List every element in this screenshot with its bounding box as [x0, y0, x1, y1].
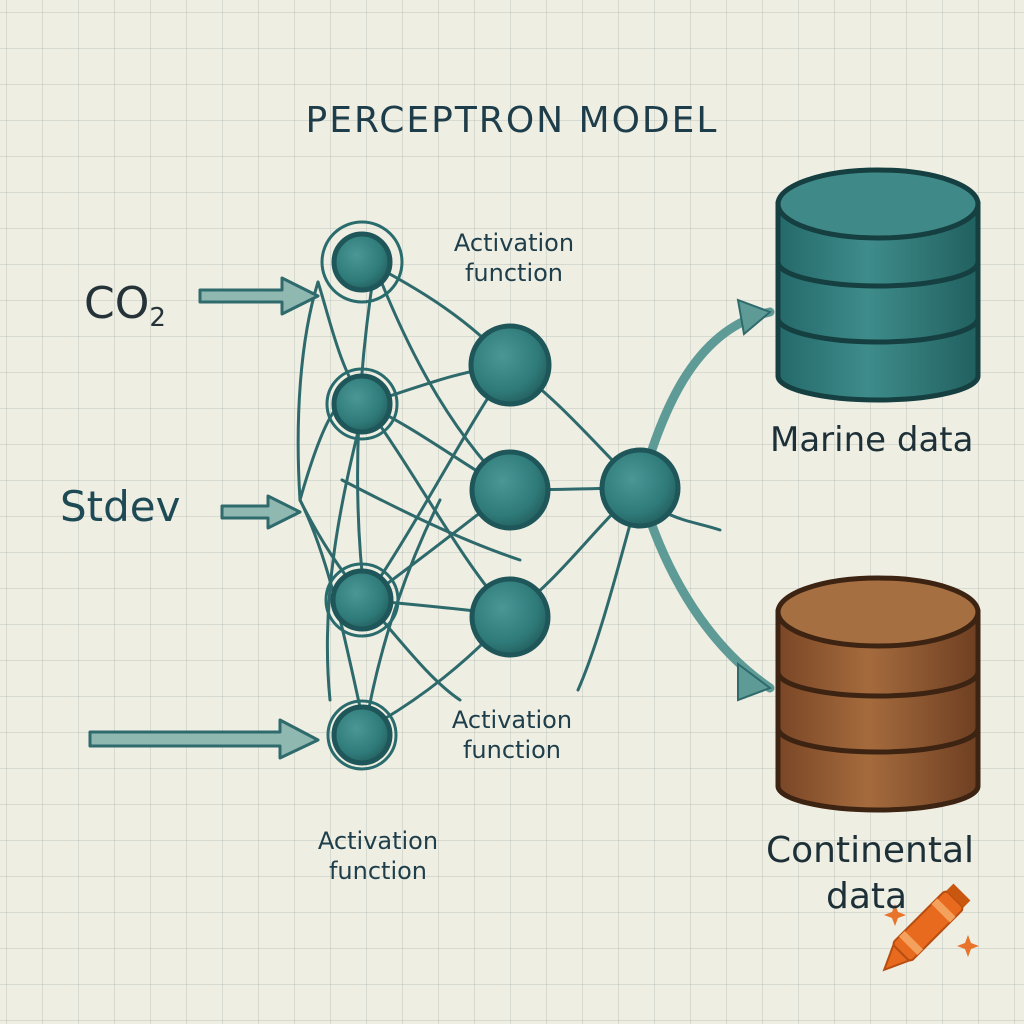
continental-arrowhead — [737, 662, 773, 702]
marine-database-icon — [775, 167, 981, 403]
output-label-continental-line2: data — [826, 876, 908, 917]
stdev-input-arrow — [220, 494, 302, 530]
output-arrowheads — [736, 298, 773, 702]
output-label-marine: Marine data — [770, 420, 974, 460]
output-node — [599, 447, 681, 529]
diagram-title: PERCEPTRON MODEL — [305, 100, 719, 141]
hidden-node-3 — [469, 576, 551, 658]
sparkle-icon — [884, 904, 979, 957]
input-node-4 — [331, 704, 393, 766]
input-node-2 — [331, 373, 393, 435]
activation-label-bottom-line2: function — [328, 857, 428, 885]
continental-database-icon — [775, 575, 981, 813]
input-label-stdev: Stdev — [60, 482, 181, 531]
activation-label-top-line1: Activation — [453, 229, 575, 257]
marine-arrowhead — [736, 298, 772, 336]
input-arrows — [88, 276, 320, 760]
co2-input-arrow — [198, 276, 320, 316]
co2-text: CO — [84, 278, 150, 329]
activation-label-middle: Activation function — [432, 705, 592, 765]
third-input-arrow — [88, 718, 320, 760]
output-label-continental: Continental data — [750, 828, 990, 920]
activation-label-middle-line2: function — [462, 736, 562, 764]
activation-label-top: Activation function — [434, 228, 594, 288]
crayon-icon — [882, 883, 971, 972]
input-node-3 — [330, 568, 394, 632]
input-node-1 — [331, 231, 393, 293]
activation-label-middle-line1: Activation — [451, 706, 573, 734]
activation-label-top-line2: function — [464, 259, 564, 287]
network-nodes — [330, 231, 681, 766]
hidden-node-1 — [468, 323, 552, 407]
hidden-node-2 — [469, 449, 551, 531]
output-label-continental-line1: Continental — [765, 830, 975, 871]
activation-label-bottom-line1: Activation — [317, 827, 439, 855]
input-label-co2: CO2 — [84, 278, 166, 333]
activation-label-bottom: Activation function — [293, 826, 463, 886]
co2-subscript: 2 — [149, 303, 166, 333]
